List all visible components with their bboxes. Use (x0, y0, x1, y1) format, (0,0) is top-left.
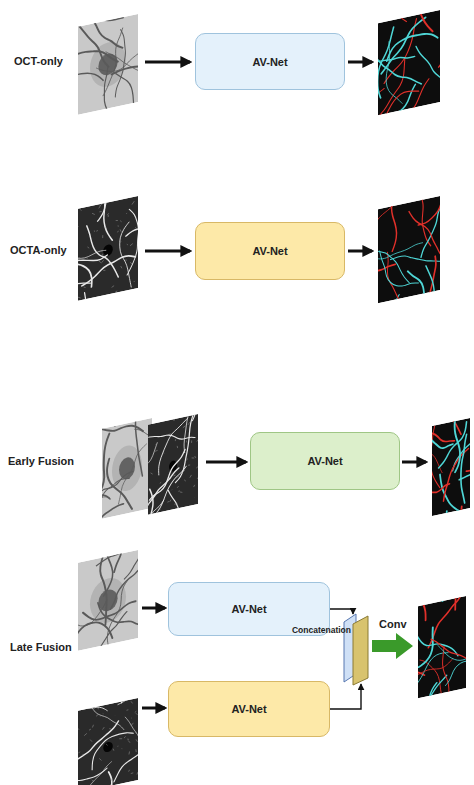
octa-image (55, 631, 168, 785)
octa-image (49, 137, 183, 371)
flow-arrow (142, 607, 165, 610)
network-box: AV-Net (250, 432, 400, 490)
out-image (349, 0, 463, 160)
connector (330, 684, 361, 709)
node-label: AV-Net (252, 245, 287, 257)
feature-planes (343, 612, 369, 686)
network-box: AV-Net (195, 222, 345, 280)
flow-arrow (206, 461, 246, 464)
connector (330, 609, 353, 614)
node-label: AV-Net (307, 455, 342, 467)
flow-arrow (348, 250, 372, 253)
flow-arrow (402, 461, 426, 464)
row-label: Early Fusion (8, 455, 74, 467)
row-label: OCT-only (14, 55, 63, 67)
flow-arrow (145, 61, 190, 64)
conv-arrow (372, 633, 413, 659)
row-label: Conv (379, 618, 407, 630)
node-label: AV-Net (252, 56, 287, 68)
flow-arrow (145, 250, 190, 253)
oct-image (64, 500, 154, 678)
row-label: Late Fusion (10, 641, 72, 653)
octa-image (118, 349, 207, 563)
node-label: AV-Net (231, 703, 266, 715)
network-box: AV-Net (195, 33, 345, 90)
node-label: AV-Net (231, 603, 266, 615)
row-label: OCTA-only (10, 244, 67, 256)
feature-concat: Concatenation (343, 612, 369, 686)
out-image (338, 165, 449, 368)
out-image (414, 397, 474, 585)
oct-image (49, 0, 168, 147)
flow-arrow (142, 707, 165, 710)
flow-arrow (348, 61, 372, 64)
node-label: Concatenation (292, 625, 351, 635)
network-box: AV-Net (168, 681, 330, 737)
